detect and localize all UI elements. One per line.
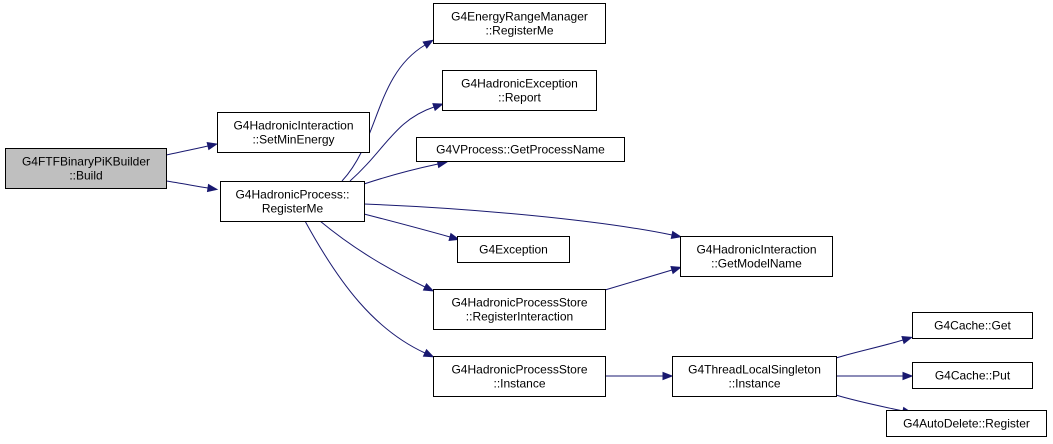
edge-hpsreg-to-getmodel <box>604 266 682 291</box>
edge-arrowhead <box>902 371 914 381</box>
edge-arrowhead <box>670 230 683 240</box>
node-label: G4HadronicProcess:: <box>235 188 349 202</box>
edge-hproc-to-g4exc <box>363 213 461 241</box>
node-tls[interactable]: G4ThreadLocalSingleton::Instance <box>672 356 837 397</box>
edge-hpsinst-to-tls <box>605 371 674 381</box>
node-label: G4HadronicException <box>461 77 578 91</box>
edge-arrowhead <box>422 39 434 49</box>
edge-arrowhead <box>422 348 435 358</box>
node-box <box>912 312 1033 339</box>
node-hexc[interactable]: G4HadronicException::Report <box>442 70 597 111</box>
edge-builder-to-hproc <box>165 180 219 193</box>
edge-arrowhead <box>206 141 219 151</box>
node-label: G4Cache::Put <box>935 369 1011 383</box>
node-cacheput[interactable]: G4Cache::Put <box>912 362 1033 389</box>
node-label: G4ThreadLocalSingleton <box>688 363 821 377</box>
edge-line <box>363 163 439 185</box>
node-label: G4Exception <box>479 243 548 257</box>
edge-arrowhead <box>662 371 674 381</box>
node-cacheget[interactable]: G4Cache::Get <box>912 312 1033 339</box>
node-label: G4VProcess::GetProcessName <box>436 143 605 157</box>
node-vproc[interactable]: G4VProcess::GetProcessName <box>416 137 625 162</box>
edge-arrowhead <box>432 103 444 112</box>
node-label: RegisterMe <box>262 202 324 216</box>
node-box <box>433 356 606 397</box>
node-box <box>442 70 597 111</box>
node-box <box>5 148 167 189</box>
node-hpsinst[interactable]: G4HadronicProcessStore::Instance <box>433 356 606 397</box>
node-label: G4HadronicProcessStore <box>451 296 587 310</box>
edge-hproc-to-erm <box>341 39 434 182</box>
node-hproc[interactable]: G4HadronicProcess::RegisterMe <box>220 181 365 222</box>
node-label: ::RegisterInteraction <box>466 310 573 324</box>
node-label: ::RegisterMe <box>485 24 553 38</box>
edge-line <box>604 269 673 291</box>
node-hpsreg[interactable]: G4HadronicProcessStore::RegisterInteract… <box>433 289 606 330</box>
edge-line <box>319 220 426 288</box>
edge-arrowhead <box>422 283 435 292</box>
node-box <box>886 410 1047 437</box>
edge-arrowhead <box>670 266 682 275</box>
node-label: G4Cache::Get <box>934 319 1011 333</box>
edge-line <box>165 145 209 156</box>
node-label: ::GetModelName <box>711 257 802 271</box>
edge-builder-to-setmin <box>165 141 219 156</box>
node-label: G4FTFBinaryPiKBuilder <box>22 155 150 169</box>
node-box <box>220 181 365 222</box>
node-erm[interactable]: G4EnergyRangeManager::RegisterMe <box>433 3 606 44</box>
node-label: G4HadronicInteraction <box>233 119 353 133</box>
node-label: ::SetMinEnergy <box>252 133 334 147</box>
node-box <box>912 362 1033 389</box>
node-g4exc[interactable]: G4Exception <box>457 236 570 263</box>
node-setmin[interactable]: G4HadronicInteraction::SetMinEnergy <box>217 112 370 153</box>
node-box <box>217 112 370 153</box>
edge-hproc-to-hpsreg <box>319 220 435 292</box>
edge-line <box>349 106 435 182</box>
node-label: ::Instance <box>493 377 545 391</box>
edge-line <box>363 203 673 236</box>
edge-line <box>835 394 904 412</box>
edge-line <box>835 339 904 359</box>
node-getmodel[interactable]: G4HadronicInteraction::GetModelName <box>680 236 833 277</box>
edge-tls-to-cacheget <box>835 336 913 359</box>
node-label: ::Build <box>69 169 102 183</box>
edge-line <box>363 213 451 238</box>
node-box <box>672 356 837 397</box>
edge-hproc-to-getmodel <box>363 203 683 240</box>
node-box <box>433 3 606 44</box>
edge-hproc-to-hexc <box>349 103 444 182</box>
node-label: ::Report <box>498 91 541 105</box>
nodes-layer: G4FTFBinaryPiKBuilder::BuildG4HadronicIn… <box>5 3 1047 437</box>
edge-line <box>341 44 426 182</box>
edge-arrowhead <box>448 232 461 241</box>
node-box <box>433 289 606 330</box>
edge-line <box>165 180 209 189</box>
node-label: G4HadronicInteraction <box>696 243 816 257</box>
node-label: ::Instance <box>728 377 780 391</box>
node-builder[interactable]: G4FTFBinaryPiKBuilder::Build <box>5 148 167 189</box>
edge-arrowhead <box>206 183 219 193</box>
node-box <box>416 137 625 162</box>
edge-hproc-to-vproc <box>363 159 449 185</box>
node-label: G4HadronicProcessStore <box>451 363 587 377</box>
node-autodel[interactable]: G4AutoDelete::Register <box>886 410 1047 437</box>
node-label: G4AutoDelete::Register <box>903 417 1030 431</box>
edge-hproc-to-hpsinst <box>304 220 435 358</box>
edge-arrowhead <box>901 336 913 345</box>
edges-layer <box>165 39 914 416</box>
edge-tls-to-cacheput <box>836 371 914 381</box>
node-box <box>457 236 570 263</box>
node-box <box>680 236 833 277</box>
edge-line <box>304 220 426 354</box>
node-label: G4EnergyRangeManager <box>451 10 588 24</box>
